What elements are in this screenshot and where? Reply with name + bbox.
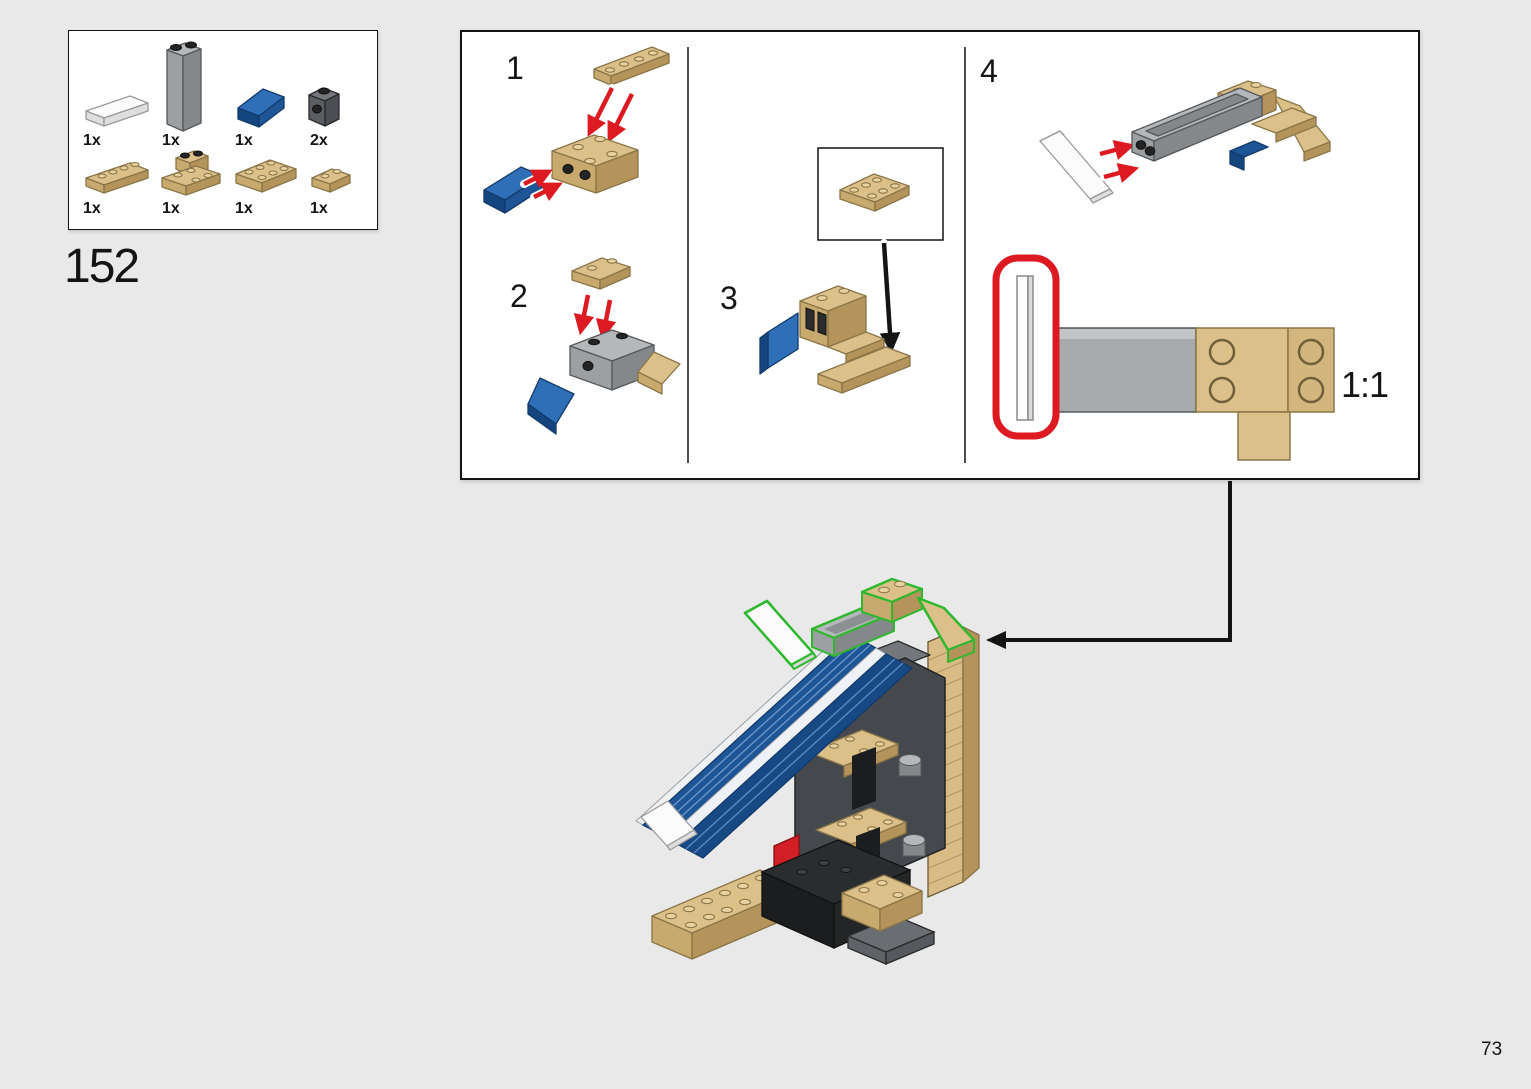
part-qty: 1x	[162, 200, 180, 217]
blue-wedge-top	[797, 681, 863, 724]
substep-1-label: 1	[506, 50, 524, 86]
part-qty: 1x	[83, 200, 101, 217]
green-highlighted-assembly	[743, 577, 976, 670]
part-qty: 1x	[83, 132, 101, 149]
scale-1to1-label: 1:1	[1341, 364, 1389, 405]
black-base-block	[760, 839, 912, 950]
substep-2-label: 2	[510, 278, 528, 314]
page-number: 73	[1481, 1039, 1503, 1060]
dark-core-structure	[794, 657, 946, 887]
substep-3-label: 3	[720, 280, 738, 316]
tan-steps	[841, 874, 923, 932]
red-piece	[773, 834, 800, 878]
part-qty: 2x	[310, 132, 328, 149]
part-qty: 1x	[235, 132, 253, 149]
tan-column	[927, 626, 980, 898]
tan-base-plate	[651, 869, 801, 960]
substep-4-label: 4	[980, 53, 998, 89]
step-number: 152	[64, 240, 140, 293]
main-assembly-illustration	[635, 577, 980, 965]
substeps-panel	[460, 30, 1420, 480]
parts-callout-box	[68, 30, 378, 230]
part-qty: 1x	[162, 132, 180, 149]
blue-roof-slope	[635, 630, 914, 859]
gray-steps	[846, 915, 936, 965]
part-qty: 1x	[235, 200, 253, 217]
connector-arrow	[986, 481, 1232, 649]
white-roof-end-panel	[640, 800, 698, 851]
part-qty: 1x	[310, 200, 328, 217]
upper-dark-wall	[837, 640, 931, 705]
